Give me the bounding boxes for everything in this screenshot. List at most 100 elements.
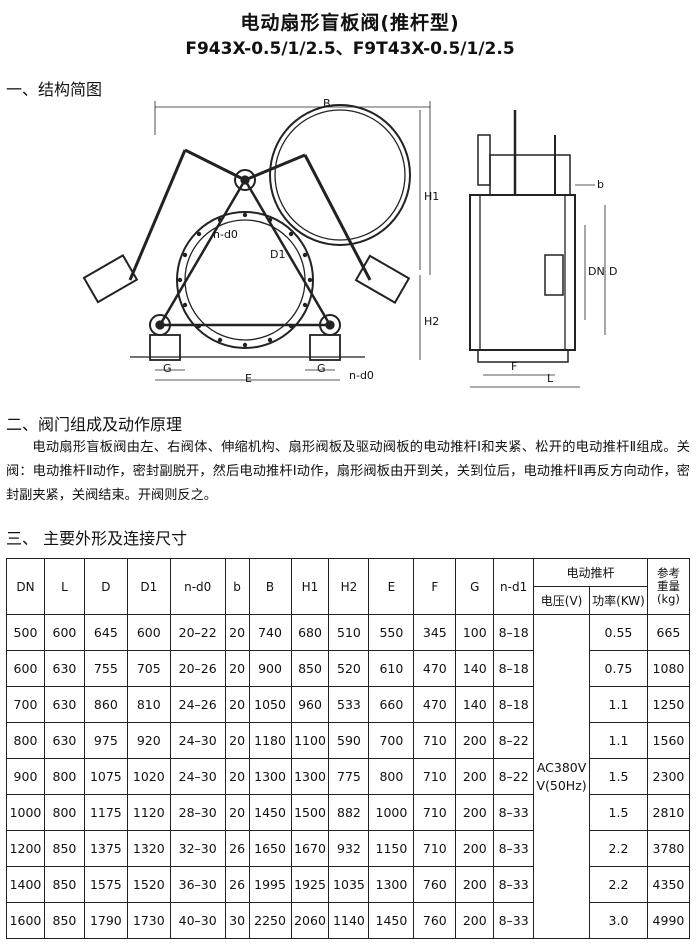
power-cell: 1.1 (589, 722, 648, 759)
table-cell: 850 (43, 830, 85, 867)
weight-header-line2: 重量 (656, 579, 680, 593)
table-cell: 1925 (290, 866, 330, 903)
col-header-D1: D1 (126, 558, 171, 615)
dim-label-B: B (323, 97, 331, 110)
col-header-F: F (413, 558, 457, 615)
table-cell: 200 (455, 902, 495, 939)
table-cell: 1020 (126, 758, 171, 795)
table-cell: 2060 (290, 902, 330, 939)
dim-label-nd0-bottom: n-d0 (349, 369, 374, 382)
table-cell: 645 (83, 614, 128, 651)
dim-label-L: L (547, 372, 554, 385)
table-cell: 1400 (6, 866, 45, 903)
table-cell: 932 (328, 830, 370, 867)
section-structure-heading: 一、结构简图 (6, 80, 103, 99)
table-cell: 20 (224, 722, 250, 759)
table-cell: 20 (224, 686, 250, 723)
table-cell: 800 (368, 758, 415, 795)
dim-label-E: E (245, 372, 252, 385)
dim-label-D: D (609, 265, 618, 278)
table-cell: 1575 (83, 866, 128, 903)
power-cell: 1.5 (589, 794, 648, 831)
power-cell: 2.2 (589, 830, 648, 867)
power-cell: 0.55 (589, 614, 648, 651)
table-cell: 24–30 (169, 722, 226, 759)
table-cell: 200 (455, 722, 495, 759)
table-cell: 1200 (6, 830, 45, 867)
table-cell: 1995 (248, 866, 292, 903)
table-cell: 533 (328, 686, 370, 723)
weight-cell: 2300 (646, 758, 691, 795)
table-cell: 20 (224, 758, 250, 795)
table-cell: 630 (43, 650, 85, 687)
table-cell: 760 (413, 866, 457, 903)
table-cell: 20–22 (169, 614, 226, 651)
valve-body-circle (176, 211, 314, 349)
table-cell: 1300 (368, 866, 415, 903)
col-header-DN: DN (6, 558, 45, 615)
table-cell: 36–30 (169, 866, 226, 903)
table-cell: 1450 (368, 902, 415, 939)
table-cell: 850 (43, 902, 85, 939)
document-title: 电动扇形盲板阀(推杆型) (240, 12, 460, 34)
table-cell: 20–26 (169, 650, 226, 687)
table-cell: 660 (368, 686, 415, 723)
bolt-holes (177, 212, 313, 348)
dim-label-H2: H2 (424, 315, 440, 328)
table-cell: 8–33 (493, 830, 535, 867)
table-cell: 8–33 (493, 866, 535, 903)
table-cell: 860 (83, 686, 128, 723)
side-view-body (469, 194, 576, 351)
dim-label-DN: DN (588, 265, 605, 278)
dim-label-D1: D1 (270, 248, 286, 261)
table-cell: 590 (328, 722, 370, 759)
table-cell: 8–33 (493, 794, 535, 831)
table-cell: 710 (413, 722, 457, 759)
table-cell: 710 (413, 794, 457, 831)
table-cell: 920 (126, 722, 171, 759)
table-cell: 1150 (368, 830, 415, 867)
sector-plate-outline (269, 104, 411, 246)
table-cell: 710 (413, 830, 457, 867)
table-cell: 345 (413, 614, 457, 651)
table-cell: 1035 (328, 866, 370, 903)
table-cell: 1520 (126, 866, 171, 903)
table-cell: 700 (368, 722, 415, 759)
table-cell: 610 (368, 650, 415, 687)
power-cell: 2.2 (589, 866, 648, 903)
table-cell: 8–18 (493, 650, 535, 687)
section-dimensions-heading: 三、 主要外形及连接尺寸 (6, 529, 188, 548)
table-cell: 1100 (290, 722, 330, 759)
table-cell: 20 (224, 650, 250, 687)
table-cell: 140 (455, 686, 495, 723)
table-cell: 1375 (83, 830, 128, 867)
table-cell: 200 (455, 866, 495, 903)
col-header-E: E (368, 558, 415, 615)
table-cell: 20 (224, 794, 250, 831)
table-cell: 470 (413, 686, 457, 723)
table-cell: 30 (224, 902, 250, 939)
col-header-L: L (43, 558, 85, 615)
col-header-nd1: n-d1 (493, 558, 535, 615)
col-header-D: D (83, 558, 128, 615)
col-header-B: B (248, 558, 292, 615)
table-cell: 740 (248, 614, 292, 651)
col-header-G: G (455, 558, 495, 615)
power-cell: 0.75 (589, 650, 648, 687)
table-cell: 755 (83, 650, 128, 687)
voltage-line1: AC380V (536, 759, 587, 775)
table-cell: 1320 (126, 830, 171, 867)
table-cell: 760 (413, 902, 457, 939)
weight-cell: 4990 (646, 902, 691, 939)
table-cell: 800 (43, 758, 85, 795)
table-cell: 960 (290, 686, 330, 723)
table-cell: 2250 (248, 902, 292, 939)
table-cell: 800 (43, 794, 85, 831)
model-numbers: F943X-0.5/1/2.5、F9T43X-0.5/1/2.5 (185, 39, 515, 59)
weight-cell: 1560 (646, 722, 691, 759)
